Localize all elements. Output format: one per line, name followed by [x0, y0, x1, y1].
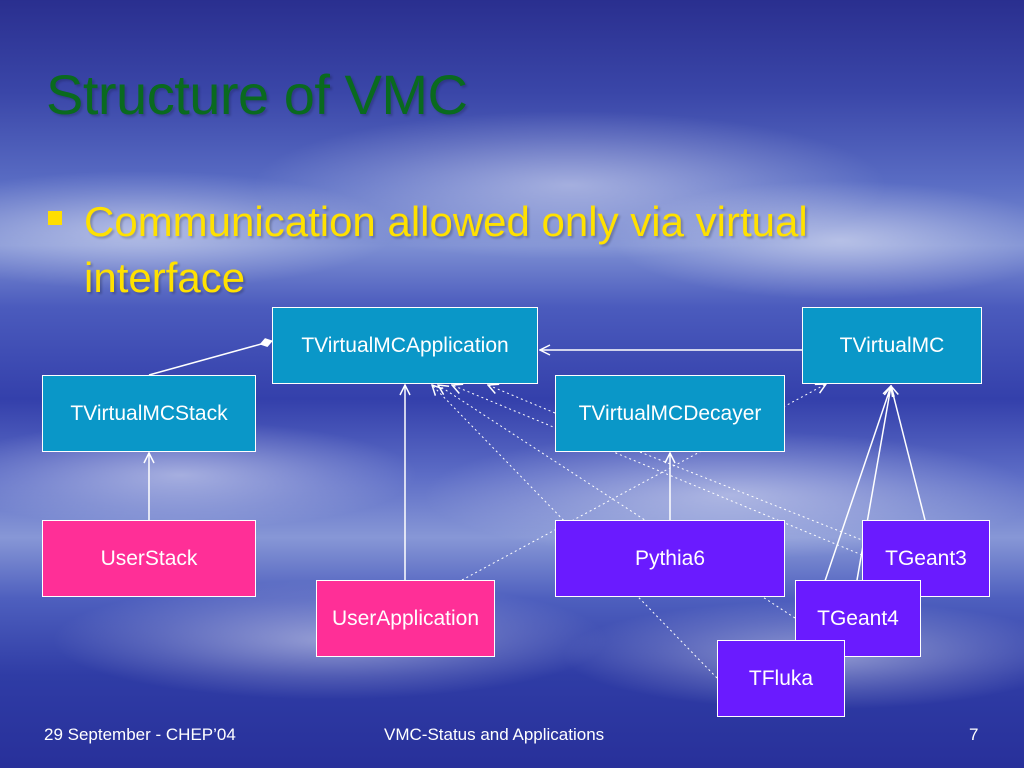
footer-center: VMC-Status and Applications: [384, 725, 605, 744]
userapplication-label: UserApplication: [331, 606, 480, 630]
userstack-box: UserStack: [42, 520, 256, 597]
pythia6-label: Pythia6: [634, 546, 706, 570]
tvirtualmc-box: TVirtualMC: [802, 307, 982, 384]
tfluka-label: TFluka: [748, 666, 814, 690]
bullet-text: Communication allowed only via virtual i…: [84, 198, 808, 301]
userstack-label: UserStack: [100, 546, 198, 570]
bullet-marker: [48, 211, 62, 225]
tvirtualmcapplication-box: TVirtualMCApplication: [272, 307, 538, 384]
pythia6-box: Pythia6: [555, 520, 785, 597]
tvirtualmcdecayer-to-tvirtualmcapplication-dotted-link: [488, 385, 556, 414]
page-number: 7: [969, 725, 979, 744]
tfluka-box: TFluka: [717, 640, 845, 717]
slide-title: Structure of VMC: [46, 63, 468, 126]
tgeant3-to-tvirtualmc-link: [891, 386, 926, 521]
tgeant4-label: TGeant4: [817, 606, 899, 630]
tvirtualmcdecayer-label: TVirtualMCDecayer: [578, 401, 762, 425]
tvirtualmcstack-label: TVirtualMCStack: [70, 401, 228, 425]
userapplication-box: UserApplication: [316, 580, 495, 657]
footer-left: 29 September - CHEP’04: [44, 725, 236, 744]
tvirtualmc-label: TVirtualMC: [839, 333, 945, 357]
tvirtualmcdecayer-box: TVirtualMCDecayer: [555, 375, 785, 452]
tgeant3-label: TGeant3: [885, 546, 967, 570]
tvirtualmcapplication-label: TVirtualMCApplication: [301, 333, 509, 357]
tvirtualmcstack-to-application-link: [148, 338, 273, 376]
tvirtualmcstack-box: TVirtualMCStack: [42, 375, 256, 452]
